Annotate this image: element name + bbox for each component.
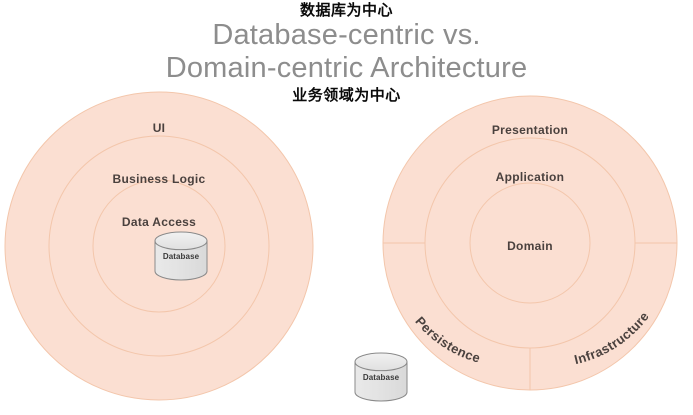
presentation-ring-label: Presentation bbox=[491, 123, 569, 137]
database-cylinder bbox=[154, 231, 208, 281]
standalone-database-cylinder bbox=[354, 352, 408, 402]
domain-ring[interactable] bbox=[469, 182, 591, 304]
database-cylinder-label: Database bbox=[162, 252, 200, 261]
domain-ring-label: Domain bbox=[507, 239, 553, 253]
database-centric-diagram bbox=[4, 91, 314, 401]
ui-ring-label: UI bbox=[152, 121, 166, 135]
business-logic-ring-label: Business Logic bbox=[112, 172, 206, 186]
application-ring-label: Application bbox=[495, 170, 565, 184]
data-access-ring-label: Data Access bbox=[121, 215, 197, 229]
standalone-database-cylinder-label: Database bbox=[362, 373, 400, 382]
